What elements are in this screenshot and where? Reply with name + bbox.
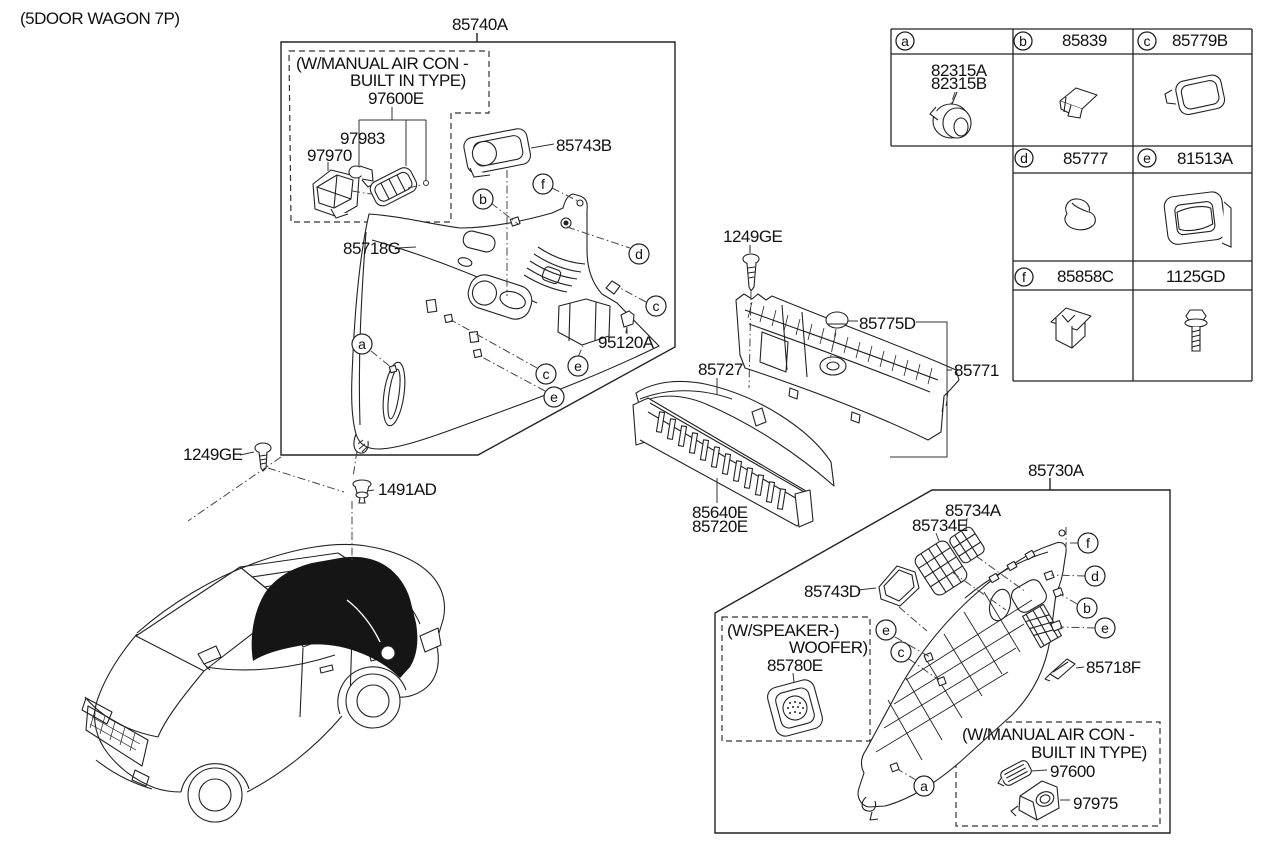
screw-1249GE-top [742, 245, 760, 293]
woofer-grille-85780E [767, 679, 823, 737]
clip-1491AD [352, 479, 372, 504]
screw-1249GE-left [254, 442, 272, 472]
handle-pocket-85743B [463, 128, 532, 178]
bezel-81513A-icon [1163, 191, 1232, 248]
back-trim-85771 [735, 293, 960, 441]
legend-letter-a: a [901, 33, 909, 49]
aircon-note-line2-right: BUILT IN TYPE) [1031, 743, 1147, 762]
part-label-1491AD: 1491AD [378, 480, 437, 499]
part-label-85727: 85727 [698, 360, 743, 379]
part-label-85718F: 85718F [1086, 658, 1141, 677]
speaker-option-box [721, 616, 871, 742]
callout-letter-e: e [550, 389, 558, 405]
clip-85858C-icon [1050, 307, 1092, 349]
strip-85718F [1044, 658, 1076, 682]
callout-letter-e: e [1101, 620, 1109, 636]
luggage-board-85640E [632, 397, 814, 528]
legend-letter-e: e [1143, 150, 1151, 166]
callout-letter-a: a [920, 778, 928, 794]
legend-letter-b: b [1019, 33, 1027, 49]
callout-letter-e: e [574, 358, 582, 374]
part-label-85740A: 85740A [452, 15, 508, 34]
grommet-icon [929, 91, 972, 139]
aircon-note-line2-left: BUILT IN TYPE) [350, 71, 466, 90]
clip-85839-icon [1059, 87, 1098, 119]
aircon-note-line1-right: (W/MANUAL AIR CON - [962, 725, 1135, 744]
variant-note: (5DOOR WAGON 7P) [20, 9, 180, 28]
part-label-85718G: 85718G [343, 239, 401, 258]
legend-part-1125GD: 1125GD [1166, 267, 1226, 286]
bolt-1125GD-icon [1184, 309, 1208, 352]
callout-letter-d: d [1091, 568, 1099, 584]
aircon-option-box-right [955, 721, 1161, 827]
callout-letter-circles [351, 173, 1116, 797]
callout-letter-f: f [541, 176, 545, 192]
callout-letter-d: d [635, 246, 643, 262]
quarter-trim-panel-right [857, 529, 1067, 821]
vent-grille-97600E [369, 167, 418, 207]
part-label-1249GE-top: 1249GE [723, 227, 783, 246]
bracket-97600E [327, 107, 429, 186]
legend-part-82315A: 82315A [931, 61, 987, 80]
part-label-85780E: 85780E [767, 656, 823, 675]
legend-table [890, 28, 1253, 382]
part-label-1249GE-left: 1249GE [183, 445, 243, 464]
callout-letter-a: a [358, 336, 366, 352]
part-label-95120A: 95120A [598, 333, 654, 352]
callout-letter-c: c [897, 644, 905, 660]
legend-part-82315B: 82315B [931, 74, 987, 93]
legend-letter-d: d [1020, 150, 1028, 166]
car-illustration [81, 543, 446, 823]
right-assembly-box [714, 478, 1171, 834]
part-label-97600E: 97600E [368, 89, 424, 108]
legend-part-85779B: 85779B [1172, 31, 1228, 50]
left-assembly-box [280, 33, 676, 456]
legend-part-85858C: 85858C [1057, 267, 1114, 286]
aircon-option-box-left [288, 50, 490, 223]
legend-part-81513A: 81513A [1177, 149, 1233, 168]
part-label-97970: 97970 [307, 146, 352, 165]
part-label-97600: 97600 [1050, 762, 1095, 781]
callout-letter-e: e [882, 622, 890, 638]
grille-85734E [914, 540, 968, 596]
legend-letter-f: f [1022, 269, 1026, 285]
duct-97975 [1010, 780, 1060, 821]
callout-letter-c: c [652, 298, 660, 314]
speaker-note-line2: WOOFER) [789, 638, 868, 657]
clip-85777-icon [1064, 198, 1096, 231]
part-label-85775D: 85775D [859, 314, 916, 333]
vent-97600 [997, 760, 1032, 787]
callout-letter-c: c [542, 366, 550, 382]
part-label-97975: 97975 [1073, 794, 1118, 813]
part-label-85640E: 85640E [692, 503, 748, 522]
vent-housing-97970 [312, 169, 360, 219]
leader-lines [239, 143, 1085, 801]
grille-85734A [949, 526, 985, 564]
plug-85775D [825, 311, 849, 329]
legend-part-85839: 85839 [1062, 31, 1107, 50]
callout-letter-f: f [1086, 535, 1090, 551]
cargo-screen-85727 [635, 380, 835, 487]
part-label-85734E: 85734E [912, 516, 968, 535]
part-label-85730A: 85730A [1028, 461, 1084, 480]
legend-letter-c: c [1143, 33, 1151, 49]
tray-85743D [878, 565, 920, 607]
part-label-85734A: 85734A [945, 501, 1001, 520]
callout-lines [187, 91, 1096, 781]
cover-85779B-icon [1164, 74, 1226, 116]
part-label-85720E: 85720E [692, 517, 748, 536]
part-label-97983: 97983 [340, 129, 385, 148]
actuator-97983 [348, 165, 377, 188]
part-label-85743B: 85743B [556, 136, 612, 155]
legend-part-85777: 85777 [1063, 149, 1108, 168]
aircon-note-line1-left: (W/MANUAL AIR CON - [296, 54, 469, 73]
part-label-85771: 85771 [954, 361, 999, 380]
callout-letter-b: b [1083, 600, 1091, 616]
speaker-note-line1: (W/SPEAKER-) [727, 621, 840, 640]
part-label-85743D: 85743D [804, 582, 861, 601]
callout-letter-b: b [479, 191, 487, 207]
quarter-trim-panel-left [351, 193, 660, 454]
